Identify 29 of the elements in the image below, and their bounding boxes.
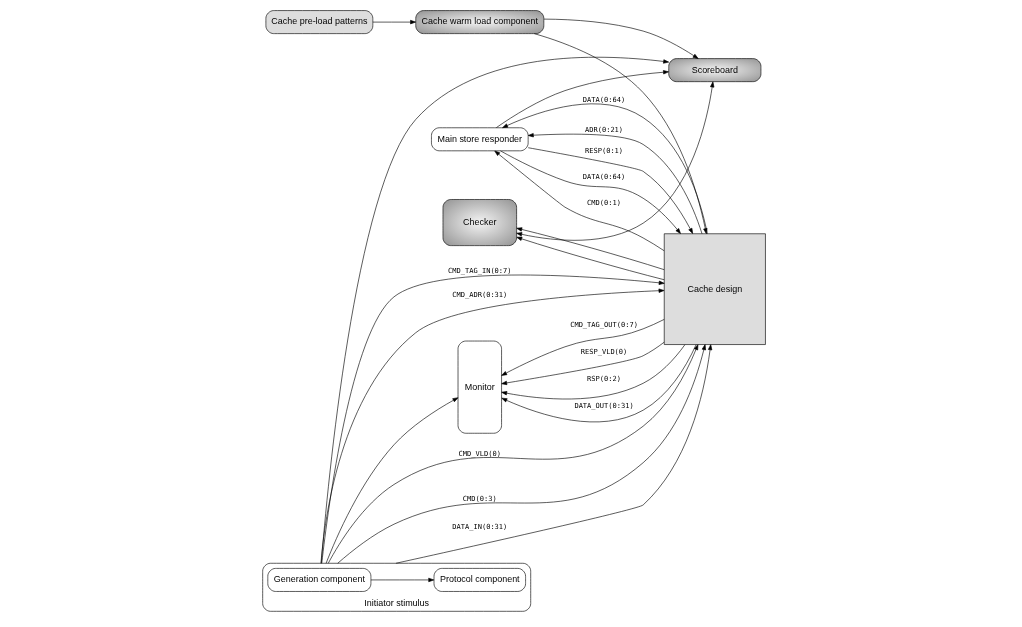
arrow xyxy=(501,344,696,423)
node-box: Cache design xyxy=(663,233,766,345)
arrow xyxy=(500,319,664,376)
node-box: Monitor xyxy=(457,340,502,434)
arrow xyxy=(515,81,714,241)
node-box: Scoreboard xyxy=(667,58,761,82)
arrow xyxy=(370,577,434,583)
arrow xyxy=(515,227,664,270)
node-box: Cache warm load component xyxy=(414,10,544,34)
arrow xyxy=(515,236,664,281)
arrow xyxy=(325,397,458,564)
arrow xyxy=(533,33,707,235)
arrow xyxy=(543,18,698,59)
arrow xyxy=(500,344,685,400)
arrow xyxy=(320,56,669,564)
node-box: Main store responder xyxy=(430,127,528,152)
node-box: Checker xyxy=(442,199,517,246)
arrow xyxy=(500,341,665,385)
arrow xyxy=(527,147,693,234)
arrow xyxy=(501,103,708,235)
node-box: Protocol component xyxy=(433,568,526,592)
arrow xyxy=(527,133,702,235)
node-box: Generation component xyxy=(267,568,371,592)
arrow xyxy=(499,150,681,234)
arrow xyxy=(493,150,664,252)
arrow xyxy=(372,20,416,25)
node-box: Cache pre-load patterns xyxy=(265,10,373,34)
arrow xyxy=(395,344,712,564)
arrow xyxy=(495,70,669,128)
